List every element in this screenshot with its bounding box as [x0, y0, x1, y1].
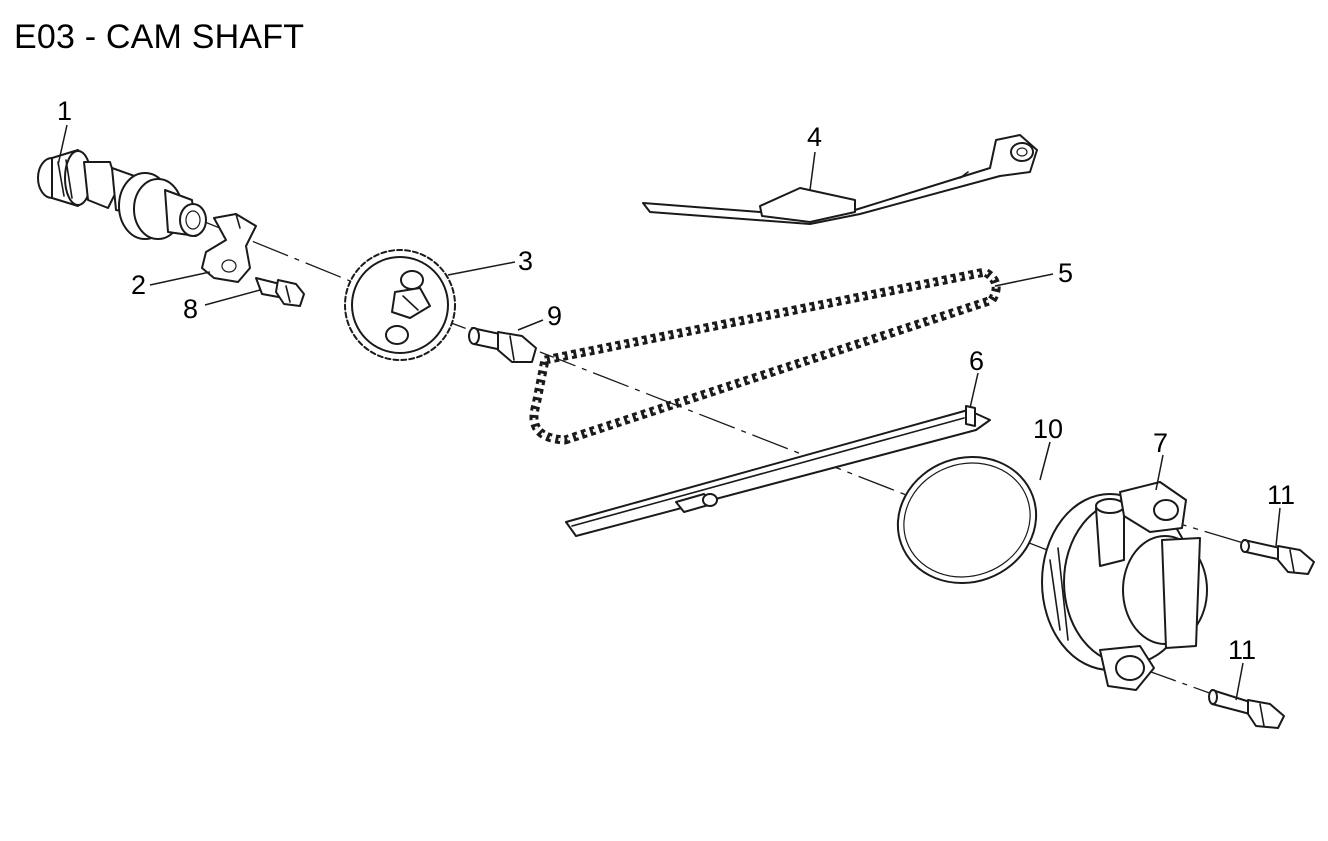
- page-title: E03 - CAM SHAFT: [14, 18, 305, 56]
- callout-10: 10: [1033, 414, 1063, 444]
- housing-bolt-lower-part[interactable]: [1208, 689, 1285, 729]
- tensioner-housing-part[interactable]: [1041, 481, 1208, 691]
- camshaft-part[interactable]: [37, 149, 207, 240]
- bracket-plate-part[interactable]: [201, 213, 257, 283]
- callout-numbers: 1 2 8 3 4 5 9 6 10 7 11 11: [57, 96, 1295, 665]
- callout-3: 3: [518, 246, 533, 276]
- callout-leader-lines: [57, 124, 1281, 701]
- housing-bolt-upper-part[interactable]: [1240, 539, 1315, 575]
- o-ring-part[interactable]: [880, 438, 1054, 602]
- cam-sprocket-part[interactable]: [344, 249, 456, 361]
- callout-2: 2: [131, 270, 146, 300]
- callout-1: 1: [57, 96, 72, 126]
- callout-11-lower: 11: [1228, 635, 1256, 665]
- callout-5: 5: [1058, 258, 1073, 288]
- tensioner-rail-part[interactable]: [565, 405, 991, 537]
- upper-chain-guide-part[interactable]: [642, 134, 1038, 225]
- sprocket-bolt-part[interactable]: [468, 327, 537, 363]
- timing-chain-part[interactable]: [529, 267, 1001, 445]
- callout-7: 7: [1153, 428, 1168, 458]
- callout-11-upper: 11: [1267, 480, 1295, 510]
- callout-4: 4: [807, 122, 822, 152]
- callout-8: 8: [183, 294, 198, 324]
- callout-9: 9: [547, 301, 562, 331]
- small-bolt-part[interactable]: [255, 277, 305, 307]
- callout-6: 6: [969, 346, 984, 376]
